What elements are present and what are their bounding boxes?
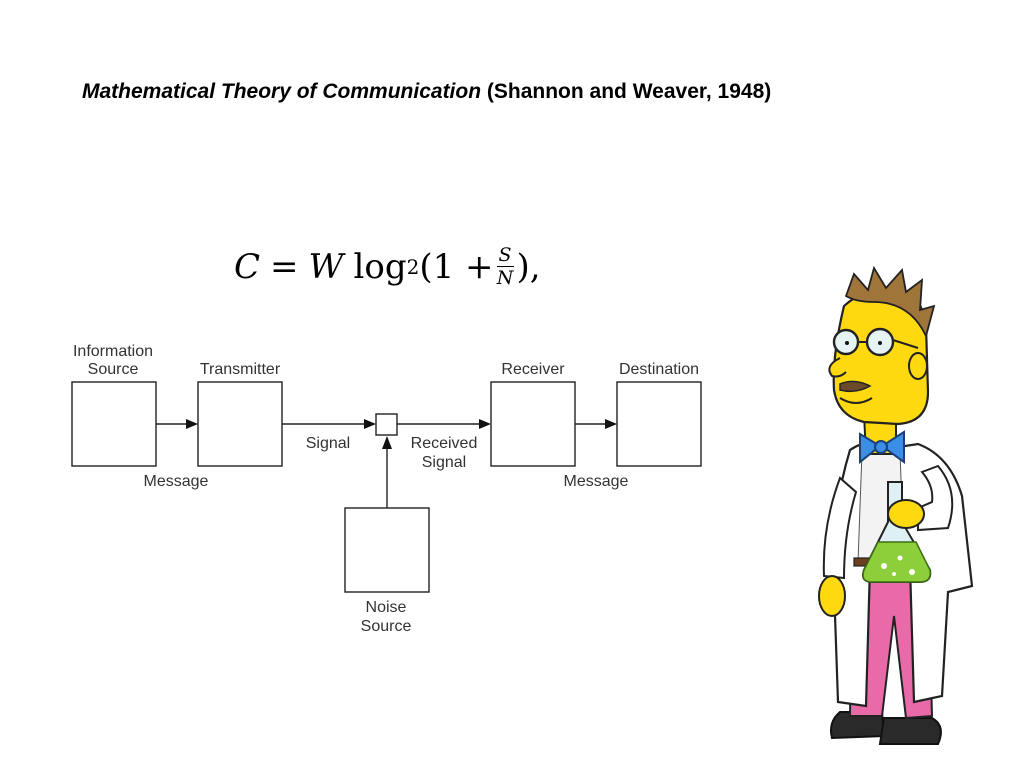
label-message-right: Message <box>564 473 629 490</box>
ear <box>908 352 928 380</box>
arrow-to-junction-from-noise <box>382 436 392 449</box>
right-hand <box>887 499 925 529</box>
destination-box <box>616 381 702 467</box>
formula-equals: = <box>270 247 299 287</box>
right-pupil <box>878 341 882 345</box>
formula-close: ), <box>516 247 541 287</box>
label-source: Source <box>88 361 139 378</box>
formula-lhs: C <box>234 247 261 287</box>
bowtie <box>859 430 905 465</box>
arrow-to-receiver <box>479 419 491 429</box>
label-received-signal: Signal <box>422 454 466 471</box>
formula-w: W <box>308 247 344 287</box>
label-transmitter: Transmitter <box>200 361 281 378</box>
title-rest: (Shannon and Weaver, 1948) <box>481 80 772 103</box>
transmitter-box <box>197 381 283 467</box>
formula-denominator: N <box>496 267 514 289</box>
left-pupil <box>845 341 849 345</box>
glasses-arm <box>892 339 919 349</box>
title-italic: Mathematical Theory of Communication <box>82 80 482 103</box>
label-received: Received <box>411 435 478 452</box>
arrow-to-transmitter <box>186 419 198 429</box>
bowtie-knot <box>874 440 888 454</box>
label-noise-source: Source <box>361 618 412 635</box>
formula-open: (1 + <box>419 247 494 287</box>
bubble-1 <box>881 563 887 569</box>
arrow-to-junction <box>364 419 376 429</box>
noise-junction-box <box>375 413 398 436</box>
bubble-3 <box>909 569 915 575</box>
information-source-box <box>71 381 157 467</box>
noise-source-box <box>344 507 430 593</box>
hair <box>844 266 936 339</box>
mustache <box>839 380 872 393</box>
label-receiver: Receiver <box>501 361 565 378</box>
nose <box>828 357 847 378</box>
bubble-4 <box>892 572 896 576</box>
formula-log-base: 2 <box>406 255 420 279</box>
left-shoe <box>830 711 886 740</box>
left-hand <box>818 575 846 617</box>
arrow-to-destination <box>605 419 617 429</box>
label-noise: Noise <box>366 599 407 616</box>
formula-fraction: S N <box>496 244 514 289</box>
formula-log: log <box>353 247 407 287</box>
formula-numerator: S <box>496 244 514 267</box>
bubble-2 <box>897 555 903 561</box>
label-message-left: Message <box>144 473 209 490</box>
professor-frink-scientist-icon <box>818 266 974 745</box>
label-signal: Signal <box>306 435 350 452</box>
label-information: Information <box>73 343 153 360</box>
mouth <box>839 397 873 404</box>
label-destination: Destination <box>619 361 699 378</box>
right-shoe <box>878 717 942 745</box>
receiver-box <box>490 381 576 467</box>
slide-title: Mathematical Theory of Communication (Sh… <box>82 80 771 104</box>
